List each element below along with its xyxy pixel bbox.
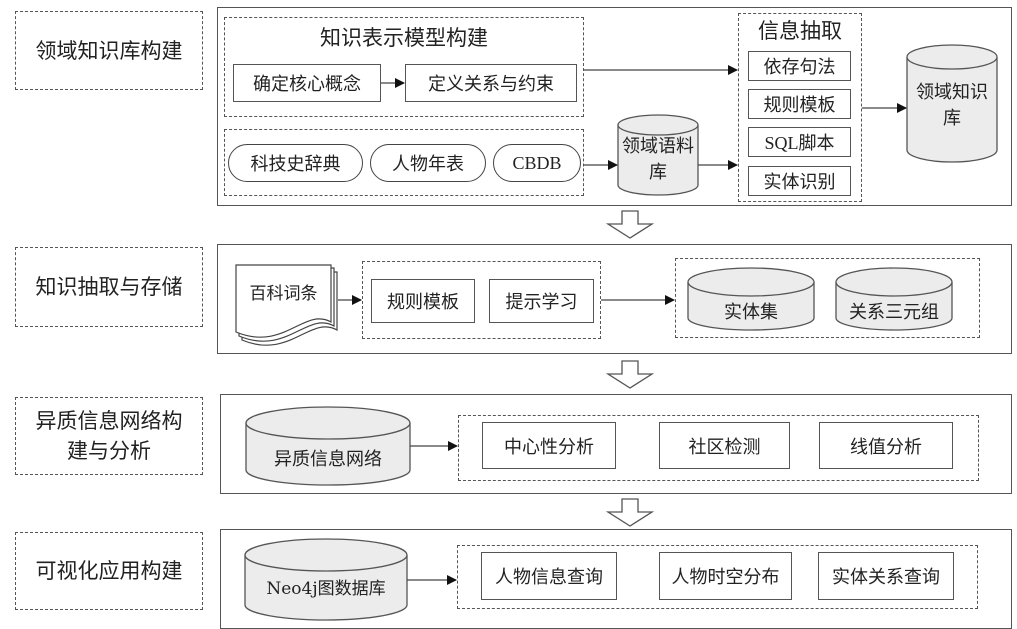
stage2-stores-group	[675, 258, 980, 338]
method-rule-template: 规则模板	[371, 279, 475, 323]
extraction-method-dependency: 依存句法	[748, 51, 851, 81]
knowledge-base-label: 领域知识 库	[916, 82, 988, 129]
relation-triples-label: 关系三元组	[849, 302, 939, 323]
stage-label-4: 可视化应用构建	[15, 532, 203, 610]
stage4-apps-group	[457, 545, 978, 609]
stage-label-2: 知识抽取与存储	[15, 247, 203, 327]
app-person-spatiotemporal: 人物时空分布	[659, 552, 792, 600]
define-relations-box: 定义关系与约束	[405, 64, 577, 102]
stage-panel-3	[220, 394, 1012, 494]
stage-label-3: 异质信息网络构 建与分析	[15, 397, 203, 475]
stage-label-text: 异质信息网络构 建与分析	[35, 409, 183, 463]
source-pill-dictionary: 科技史辞典	[228, 144, 363, 182]
knowledge-model-group	[224, 17, 584, 117]
entity-set-label: 实体集	[724, 302, 778, 323]
sources-group	[224, 129, 584, 196]
analysis-centrality: 中心性分析	[482, 422, 616, 469]
stage-label-1: 领域知识库构建	[15, 11, 203, 90]
stage2-methods-group	[362, 261, 601, 339]
extraction-method-ner: 实体识别	[748, 166, 851, 196]
network-db-label: 异质信息网络	[274, 449, 382, 470]
app-person-info-query: 人物信息查询	[481, 552, 617, 600]
source-pill-chronology: 人物年表	[370, 144, 486, 182]
core-concept-box: 确定核心概念	[233, 64, 381, 102]
stage-down-arrow-1	[605, 210, 655, 239]
stage-label-text: 知识抽取与存储	[35, 275, 183, 299]
stage-label-text: 可视化应用构建	[35, 559, 183, 583]
stage-down-arrow-3	[605, 498, 655, 527]
method-prompt-learning: 提示学习	[489, 279, 594, 323]
stage-panel-2	[217, 244, 1012, 354]
document-label: 百科词条	[249, 284, 318, 304]
extraction-group	[738, 13, 862, 202]
corpus-db-label: 领域语料 库	[622, 136, 694, 183]
stage-down-arrow-2	[605, 360, 655, 389]
neo4j-db-label: Neo4j图数据库	[266, 579, 386, 599]
extraction-method-rule-template: 规则模板	[748, 89, 851, 119]
extraction-title: 信息抽取	[758, 19, 842, 43]
stage3-analyses-group	[458, 415, 979, 481]
app-entity-relation-query: 实体关系查询	[818, 552, 954, 600]
extraction-method-sql: SQL脚本	[748, 127, 851, 157]
source-pill-cbdb: CBDB	[493, 144, 581, 182]
stage-label-text: 领域知识库构建	[35, 38, 183, 63]
analysis-community-detection: 社区检测	[659, 422, 790, 469]
stage-panel-1	[217, 7, 1012, 206]
analysis-line-value: 线值分析	[819, 422, 953, 469]
knowledge-model-title: 知识表示模型构建	[320, 26, 488, 50]
